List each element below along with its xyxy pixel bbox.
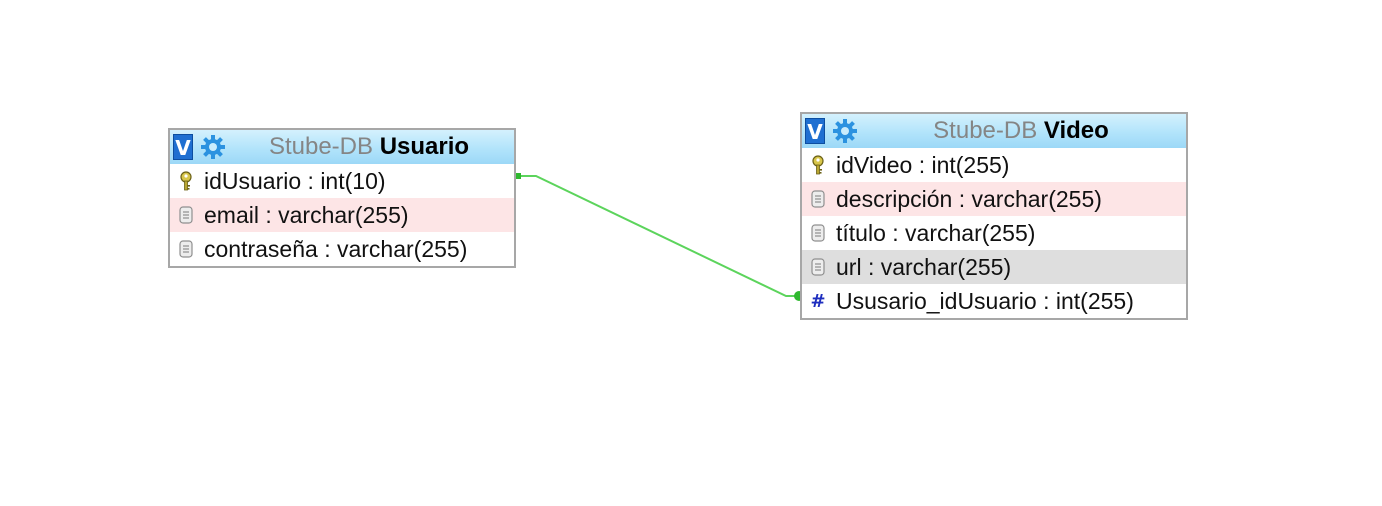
gear-icon[interactable] — [831, 117, 859, 145]
table-header[interactable]: V Stube-DB Video — [802, 114, 1186, 148]
table-name: Video — [1043, 117, 1109, 144]
column-row[interactable]: idVideo : int(255) — [802, 148, 1186, 182]
column-icon — [178, 205, 194, 225]
key-icon — [810, 155, 826, 175]
column-label: Ususario_idUsuario : int(255) — [836, 287, 1134, 314]
column-row[interactable]: descripción : varchar(255) — [802, 182, 1186, 216]
table-title[interactable]: Stube-DB Usuario — [230, 130, 508, 164]
table-schema: Stube-DB — [268, 133, 374, 160]
column-row[interactable]: url : varchar(255) — [802, 250, 1186, 284]
table-header[interactable]: V Stube-DB Usuario — [170, 130, 514, 164]
column-label: idVideo : int(255) — [836, 151, 1010, 178]
table-name: Usuario — [379, 133, 470, 160]
column-row[interactable]: título : varchar(255) — [802, 216, 1186, 250]
table-title[interactable]: Stube-DB Video — [862, 114, 1180, 148]
relation-line-usuario-video[interactable] — [516, 175, 800, 297]
table-video[interactable]: V Stube-DB Video — [800, 112, 1188, 320]
column-row[interactable]: idUsuario : int(10) — [170, 164, 514, 198]
column-row[interactable]: # Ususario_idUsuario : int(255) — [802, 284, 1186, 318]
toggle-button[interactable]: V — [173, 134, 193, 160]
column-icon — [810, 189, 826, 209]
column-row[interactable]: contraseña : varchar(255) — [170, 232, 514, 266]
table-schema: Stube-DB — [933, 117, 1038, 144]
key-icon — [178, 171, 194, 191]
toggle-button[interactable]: V — [805, 118, 825, 144]
column-label: título : varchar(255) — [836, 219, 1036, 246]
column-icon — [178, 239, 194, 259]
relation-start-marker — [515, 173, 521, 179]
column-icon — [810, 223, 826, 243]
column-row[interactable]: email : varchar(255) — [170, 198, 514, 232]
column-label: contraseña : varchar(255) — [204, 235, 468, 262]
table-usuario[interactable]: V Stube-DB Usuario — [168, 128, 516, 268]
column-label: descripción : varchar(255) — [836, 185, 1102, 212]
foreign-key-icon: # — [810, 290, 826, 312]
column-label: email : varchar(255) — [204, 201, 409, 228]
gear-icon[interactable] — [199, 133, 227, 161]
column-label: idUsuario : int(10) — [204, 167, 386, 194]
column-icon — [810, 257, 826, 277]
column-label: url : varchar(255) — [836, 253, 1012, 280]
